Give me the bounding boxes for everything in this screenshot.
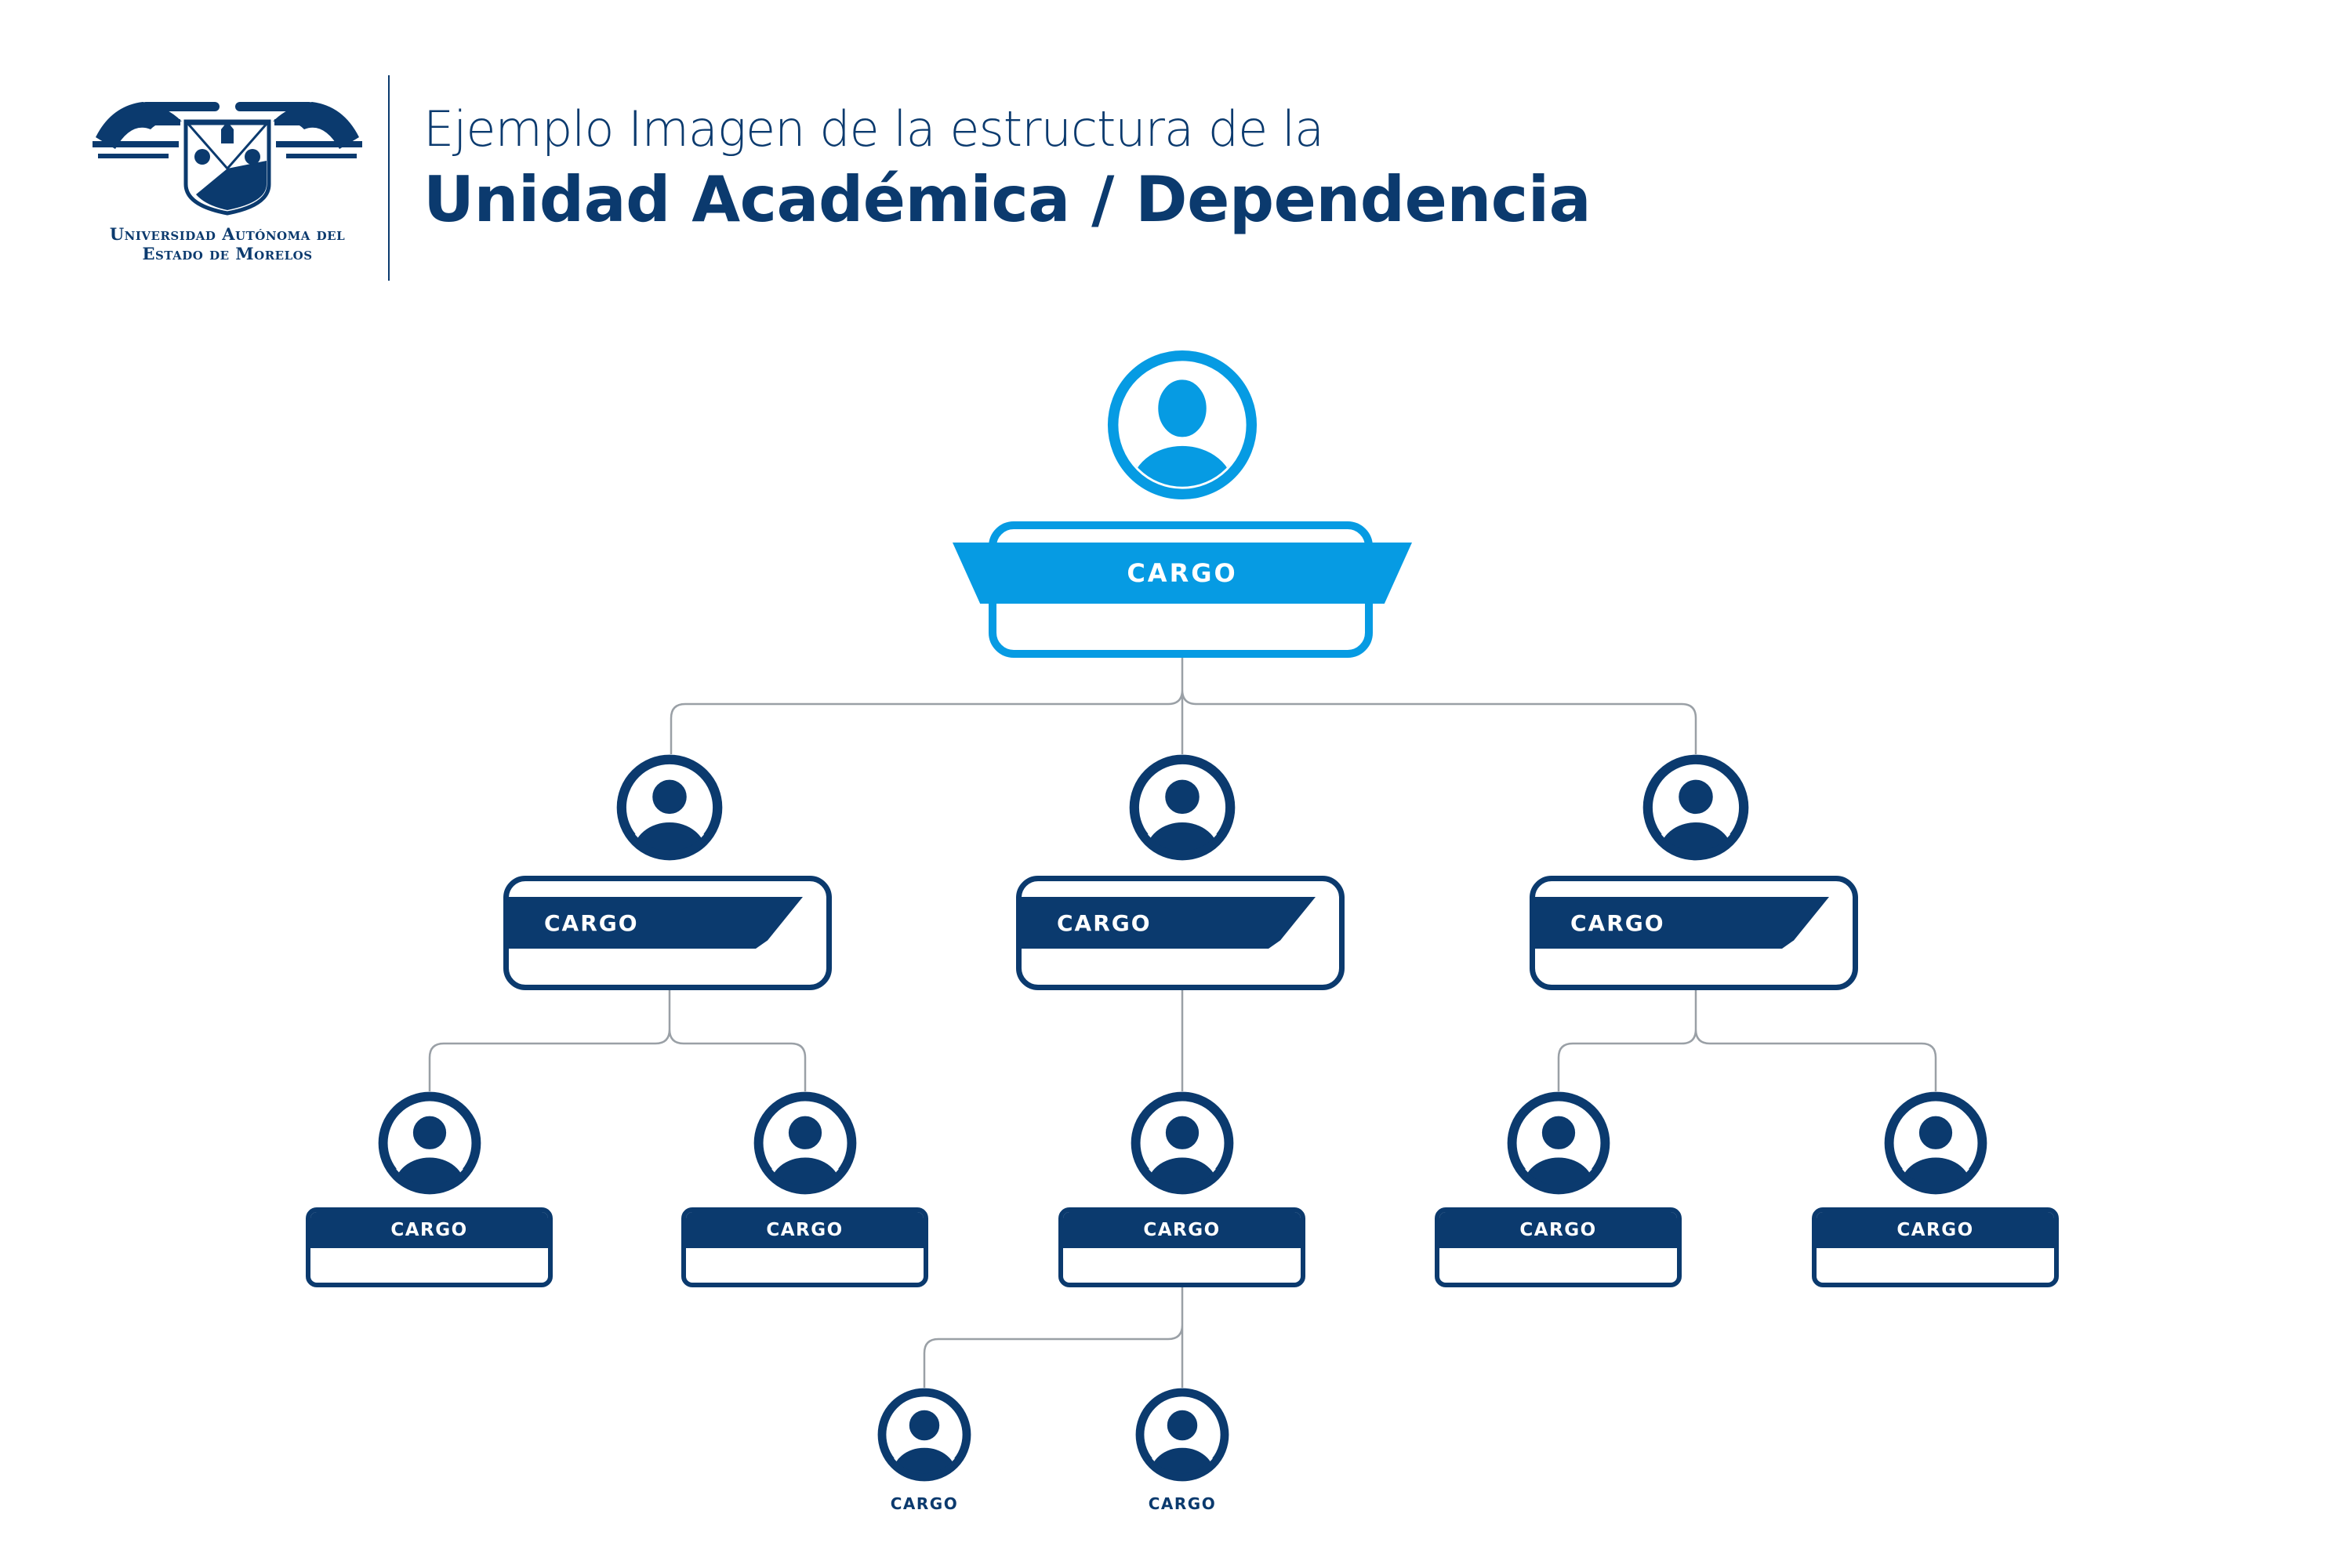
connector-left bbox=[428, 990, 807, 1091]
level2-node-box: CARGO bbox=[503, 876, 832, 990]
university-name-line2: Estado de Morelos bbox=[142, 244, 313, 263]
level3-node-box: CARGO bbox=[1058, 1207, 1305, 1287]
avatar-icon bbox=[622, 760, 717, 884]
level3-node-box: CARGO bbox=[1435, 1207, 1682, 1287]
level3-node-label: CARGO bbox=[310, 1212, 548, 1248]
level2-node-box: CARGO bbox=[1016, 876, 1345, 990]
level2-node-label: CARGO bbox=[1022, 897, 1316, 949]
avatar-icon bbox=[1648, 760, 1744, 884]
connector-right bbox=[1557, 990, 1937, 1091]
avatar-icon bbox=[1889, 1097, 1983, 1218]
university-name-line1: Universidad Autónoma del bbox=[109, 224, 346, 244]
connector-root bbox=[670, 657, 1697, 754]
avatar-icon bbox=[383, 1097, 477, 1218]
level3-node-label: CARGO bbox=[1063, 1212, 1301, 1248]
level3-node-label: CARGO bbox=[1439, 1212, 1677, 1248]
level4-node-label: CARGO bbox=[1148, 1494, 1217, 1513]
avatar-icon bbox=[882, 1392, 967, 1502]
header-divider bbox=[388, 75, 390, 281]
level2-node-box: CARGO bbox=[1530, 876, 1858, 990]
level3-node-box: CARGO bbox=[681, 1207, 928, 1287]
level2-node-label: CARGO bbox=[509, 897, 803, 949]
level3-node-label: CARGO bbox=[686, 1212, 924, 1248]
level3-node-box: CARGO bbox=[1812, 1207, 2059, 1287]
connector-bottom bbox=[923, 1287, 1184, 1388]
avatar-icon bbox=[1113, 356, 1252, 534]
page-title: Unidad Académica / Dependencia bbox=[423, 163, 1592, 236]
level3-node-label: CARGO bbox=[1817, 1212, 2054, 1248]
avatar-icon bbox=[1134, 760, 1230, 884]
level3-node-box: CARGO bbox=[306, 1207, 553, 1287]
avatar-icon bbox=[1512, 1097, 1606, 1218]
university-logo-emblem bbox=[93, 102, 362, 216]
page-subtitle: Ejemplo Imagen de la estructura de la bbox=[423, 100, 1324, 158]
avatar-icon bbox=[759, 1097, 852, 1218]
root-node-label: CARGO bbox=[953, 543, 1412, 604]
level2-node-label: CARGO bbox=[1535, 897, 1829, 949]
avatar-icon bbox=[1140, 1392, 1225, 1502]
level4-node-label: CARGO bbox=[890, 1494, 959, 1513]
avatar-icon bbox=[1136, 1097, 1229, 1218]
